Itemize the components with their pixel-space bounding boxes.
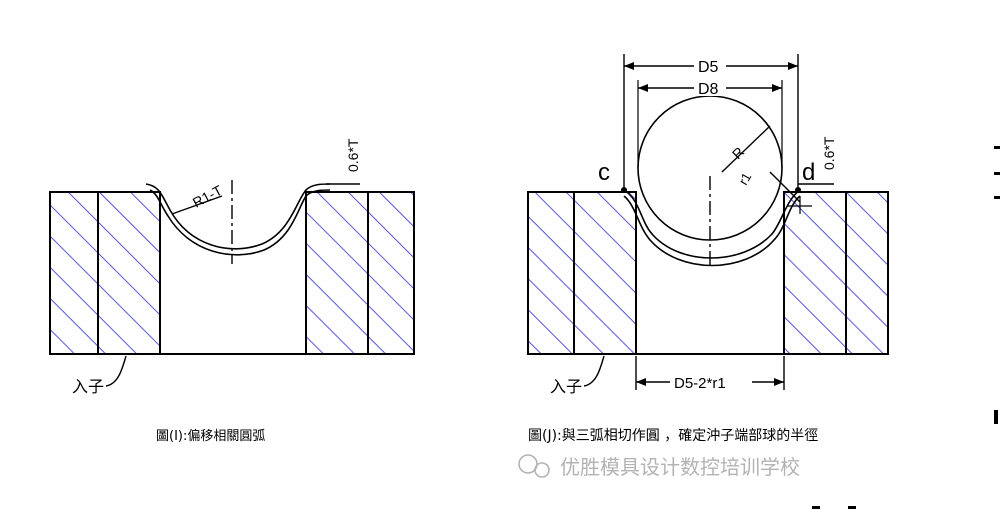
left-offset-label: 0.6*T (345, 138, 361, 172)
right-insert-block-left (527, 191, 637, 355)
watermark-text: 优胜模具设计数控培训学校 (560, 455, 800, 479)
right-caption: 圖(J):與三弧相切作圓 ，確定沖子端部球的半徑 (528, 428, 818, 444)
label-d: d (802, 159, 815, 186)
watermark: 优胜模具设计数控培训学校 (518, 454, 800, 479)
left-insert-block-right (305, 191, 415, 355)
right-punch-arc-inner (623, 195, 801, 267)
left-radius-leader (171, 195, 223, 215)
right-insert-label: 入子 (550, 377, 582, 396)
right-insert-leader (583, 355, 605, 387)
dim-width-arrow-right (774, 378, 784, 386)
dim-width-arrow-left (636, 378, 646, 386)
left-insert-block-left (49, 191, 161, 355)
left-punch-arc-inner (149, 189, 331, 256)
punch-sphere (637, 95, 783, 241)
left-radius-label: R1-T (190, 182, 225, 211)
wechat-icon-bubble-2 (534, 462, 550, 478)
dim-width-label: D5-2*r1 (674, 375, 726, 392)
label-c: c (598, 159, 610, 186)
figure-right: D5 D8 R r1 c d 0.6*T D5-2*r1 入 (527, 54, 889, 444)
R-leader (721, 125, 771, 173)
right-punch-arc-outer (623, 189, 801, 259)
right-offset-label: 0.6*T (821, 136, 837, 170)
left-insert-label: 入子 (72, 377, 104, 396)
r1-leader (769, 171, 801, 203)
dim-D8-label: D8 (698, 81, 719, 98)
left-caption: 圖(I):偏移相關圓弧 (156, 429, 265, 444)
right-insert-block-right (783, 191, 889, 355)
dim-D5-arrow-right (788, 62, 798, 70)
dim-D5-arrow-left (624, 62, 634, 70)
left-punch-arc-outer (145, 183, 331, 250)
wechat-icon-bubble-1 (518, 454, 538, 474)
figure-left: R1-T 0.6*T 入子 圖(I):偏移相關圓弧 (49, 138, 415, 444)
edge-fragments (812, 146, 1000, 509)
dim-D5-label: D5 (698, 59, 719, 76)
dim-D8-arrow-right (772, 84, 782, 92)
dim-D8-arrow-left (638, 84, 648, 92)
left-insert-leader (105, 355, 127, 387)
